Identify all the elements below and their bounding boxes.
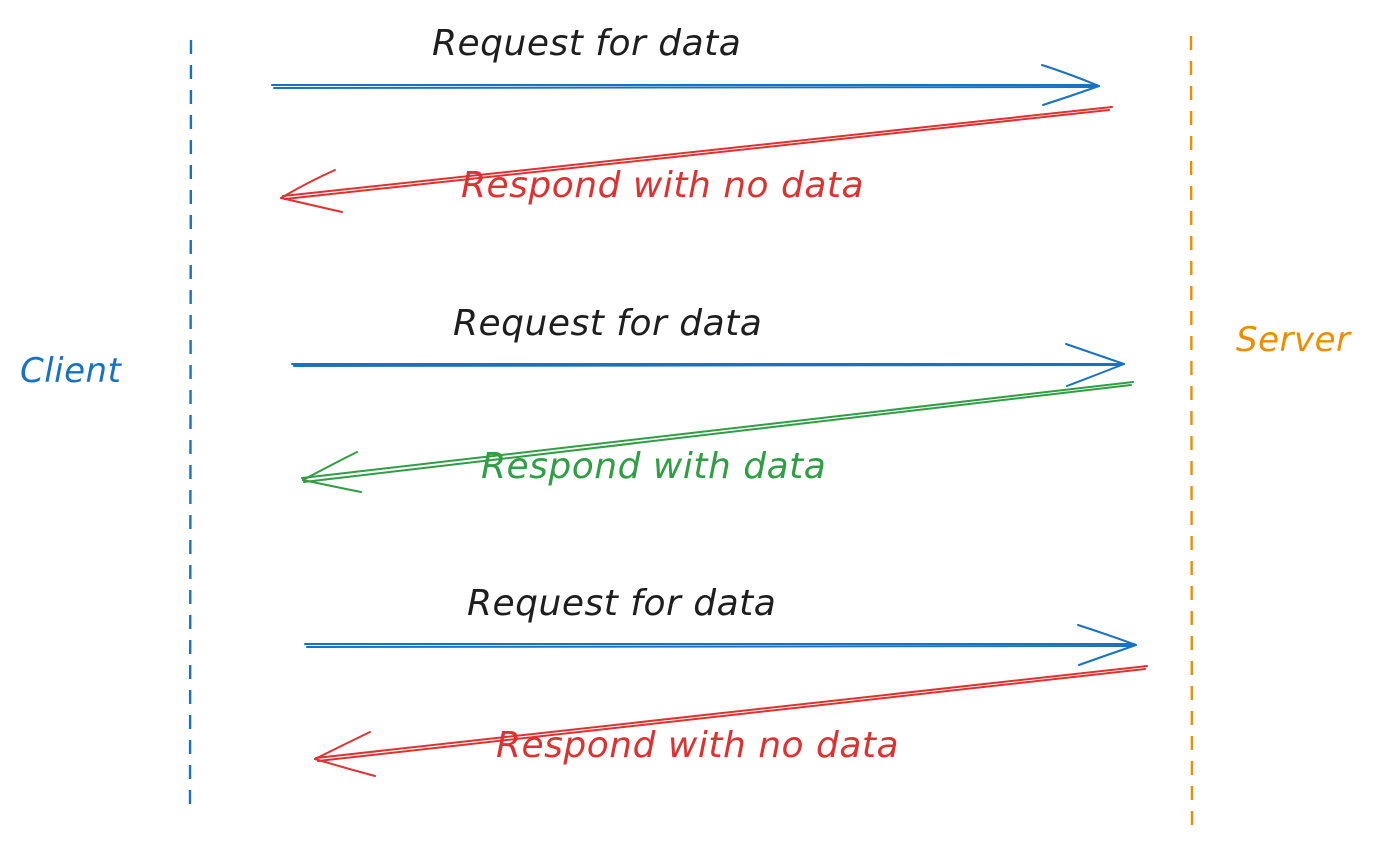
respond-arrow-2 [301, 381, 1134, 493]
server-lifeline [1189, 35, 1194, 833]
message-label: Request for data [432, 23, 742, 64]
message-label: Request for data [467, 583, 777, 624]
server-label: Server [1236, 320, 1351, 360]
message-label: Request for data [453, 303, 763, 344]
message-label: Respond with data [481, 446, 827, 487]
respond-arrow-3 [314, 665, 1148, 777]
request-arrow-2 [291, 343, 1125, 387]
message-label: Respond with no data [496, 725, 900, 766]
client-label: Client [20, 351, 122, 391]
request-arrow-1 [271, 64, 1100, 106]
respond-arrow-1 [280, 106, 1113, 213]
message-label: Respond with no data [461, 165, 865, 206]
request-arrow-3 [304, 624, 1137, 666]
client-lifeline [188, 39, 193, 809]
